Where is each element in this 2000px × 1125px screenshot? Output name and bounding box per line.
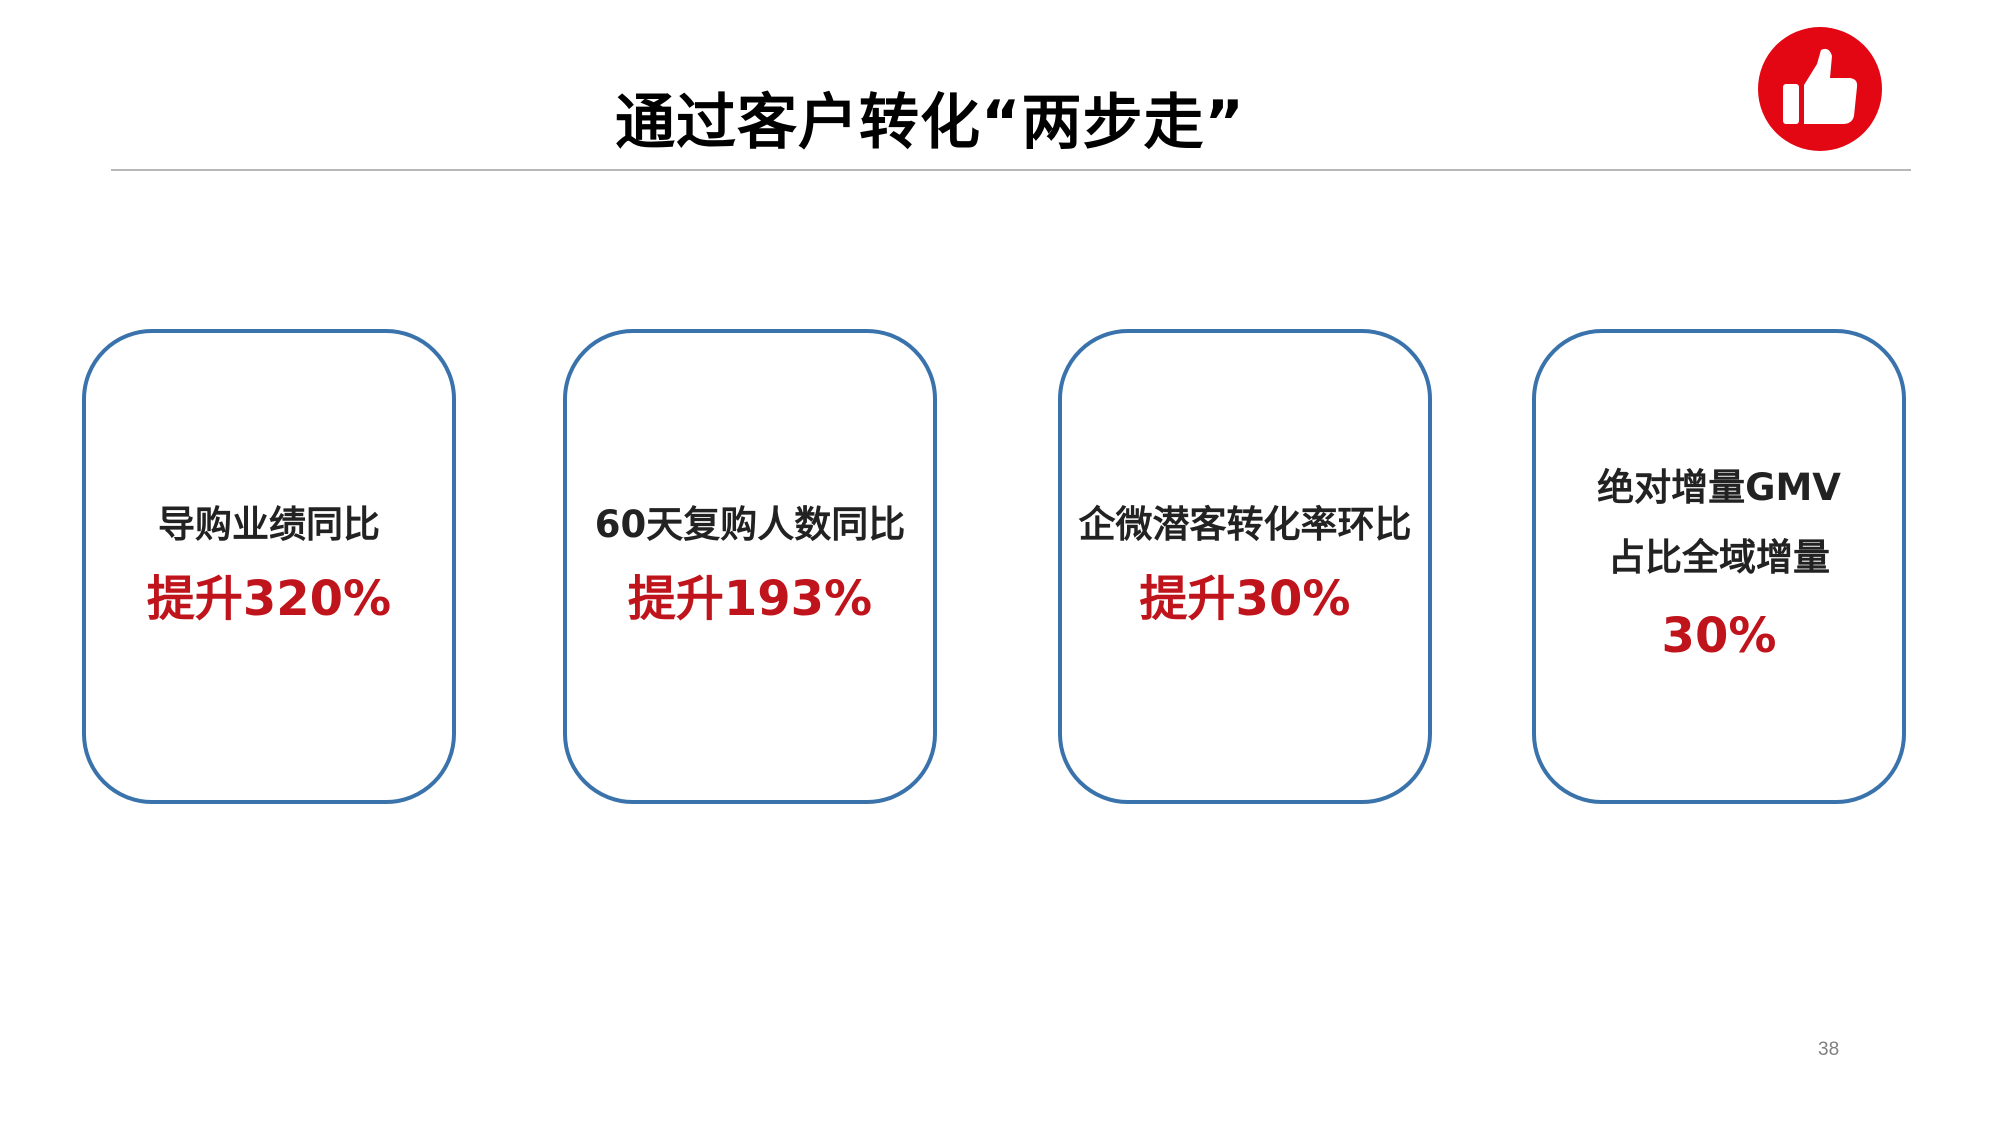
metric-card-conversion-rate: 企微潜客转化率环比 提升30% [1058, 329, 1432, 804]
card-value: 提升30% [1139, 570, 1351, 627]
card-value: 30% [1661, 607, 1777, 664]
metric-card-gmv-share: 绝对增量GMV 占比全域增量 30% [1532, 329, 1906, 804]
card-label: 企微潜客转化率环比 [1078, 502, 1412, 546]
card-value: 提升193% [627, 570, 873, 627]
metric-card-guide-sales: 导购业绩同比 提升320% [82, 329, 456, 804]
card-label: 导购业绩同比 [158, 502, 380, 546]
metric-card-repurchase: 60天复购人数同比 提升193% [563, 329, 937, 804]
slide-title: 通过客户转化“两步走” [615, 88, 1245, 158]
thumbs-up-badge [1757, 26, 1883, 152]
page-number: 38 [1818, 1039, 1840, 1060]
card-label: 60天复购人数同比 [594, 502, 906, 546]
title-divider [111, 169, 1911, 171]
card-label: 绝对增量GMV [1597, 465, 1841, 509]
thumbs-up-icon [1758, 27, 1882, 151]
card-label-secondary: 占比全域增量 [1608, 535, 1830, 579]
card-value: 提升320% [146, 570, 392, 627]
